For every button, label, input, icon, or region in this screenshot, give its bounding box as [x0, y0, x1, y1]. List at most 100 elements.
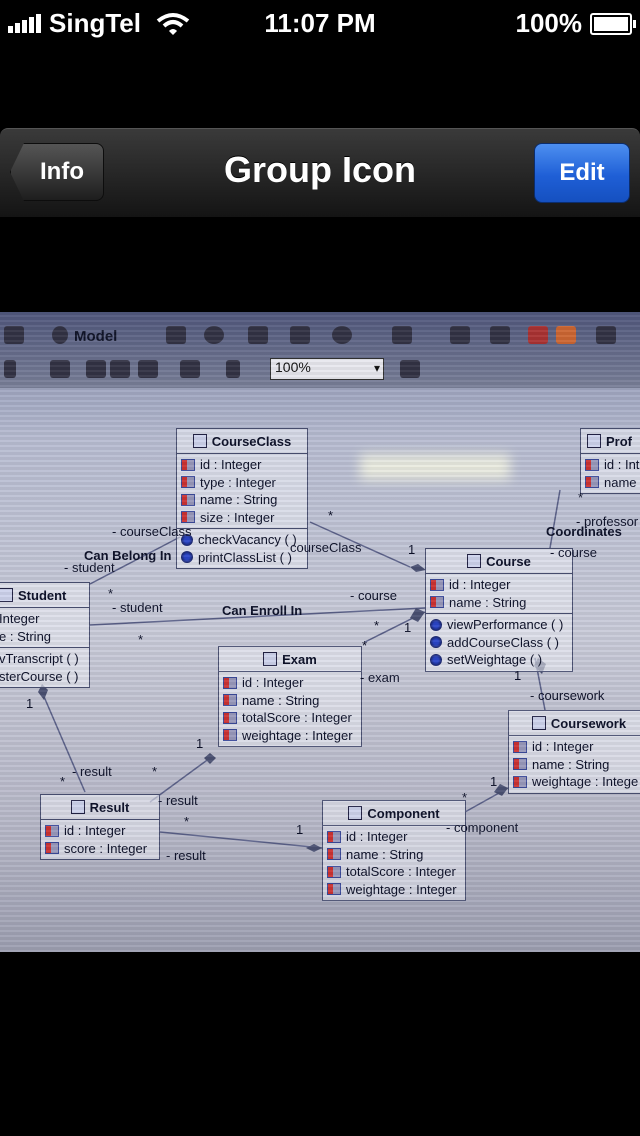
method-icon	[430, 618, 442, 631]
attribute-text: e : String	[0, 628, 52, 644]
method-row: vTranscript ( )	[0, 650, 85, 668]
attribute-row: id : Integer	[181, 456, 303, 474]
class-name: Exam	[219, 647, 361, 672]
multiplicity-label: *	[462, 790, 468, 805]
clock: 11:07 PM	[264, 8, 376, 38]
methods: viewPerformance ( ) addCourseClass ( ) s…	[426, 614, 572, 671]
methods: vTranscript ( ) sterCourse ( )	[0, 648, 89, 687]
uml-class-courseclass: CourseClass id : Integer type : Integer …	[176, 428, 308, 569]
uml-class-exam: Exam id : Integer name : String totalSco…	[218, 646, 362, 747]
method-icon	[430, 653, 442, 666]
attribute-row: id : Int	[585, 456, 640, 474]
attribute-row: e : String	[0, 628, 85, 646]
role-label: - course	[350, 588, 397, 603]
role-label: - exam	[360, 670, 400, 685]
role-label: - result	[72, 764, 112, 779]
attribute-text: weightage : Integer	[346, 881, 457, 897]
attribute-icon	[430, 596, 444, 609]
attribute-text: weightage : Intege	[532, 774, 639, 789]
attributes: id : Integer score : Integer	[41, 820, 159, 859]
multiplicity-label: *	[578, 490, 584, 505]
method-text: setWeightage ( )	[447, 652, 543, 667]
attribute-text: weightage : Integer	[242, 727, 353, 743]
attribute-icon	[327, 848, 341, 861]
multiplicity-label: *	[184, 814, 190, 829]
attribute-text: totalScore : Integer	[346, 864, 456, 879]
attribute-text: id : Integer	[200, 457, 262, 472]
back-arrow-icon	[556, 326, 576, 344]
page-title: Group Icon	[224, 149, 416, 190]
attribute-icon	[513, 740, 527, 753]
uml-class-professor: Prof id : Int name	[580, 428, 640, 494]
association-label: Can Enroll In	[222, 603, 303, 618]
multiplicity-label: 1	[490, 774, 498, 789]
toolbar-icon	[450, 326, 470, 344]
carrier: SingTel	[8, 8, 191, 39]
attributes: id : Integer name : String weightage : I…	[509, 736, 640, 793]
group-photo[interactable]: Model 100%	[0, 312, 640, 952]
association-lines	[38, 489, 561, 852]
toolbar-icon	[50, 360, 70, 378]
multiplicity-label: 1	[408, 542, 416, 557]
method-row: sterCourse ( )	[0, 668, 85, 686]
role-label: - coursework	[530, 688, 605, 703]
uml-class-student: Student Integer e : String vTranscript (…	[0, 582, 90, 688]
attribute-row: Integer	[0, 610, 85, 628]
multiplicity-label: *	[108, 586, 114, 601]
attribute-row: name : String	[327, 846, 461, 864]
navigation-bar: Info Group Icon Edit	[0, 128, 640, 218]
toolbar-icon	[138, 360, 158, 378]
role-label: - result	[166, 848, 206, 863]
method-row: setWeightage ( )	[430, 651, 568, 669]
page-icon	[166, 326, 186, 344]
class-name: Course	[426, 549, 572, 574]
multiplicity-label: *	[328, 508, 334, 523]
attribute-row: size : Integer	[181, 509, 303, 527]
method-row: printClassList ( )	[181, 549, 303, 567]
attribute-text: name	[604, 474, 637, 490]
attribute-text: type : Integer	[200, 474, 276, 490]
attribute-row: weightage : Integer	[223, 727, 357, 745]
attribute-icon	[327, 883, 341, 896]
toolbar-icon	[490, 326, 510, 344]
edit-button[interactable]: Edit	[534, 143, 630, 203]
attribute-icon	[181, 458, 195, 471]
attribute-row: id : Integer	[223, 674, 357, 692]
attribute-row: id : Integer	[430, 576, 568, 594]
method-icon	[181, 533, 193, 546]
attribute-text: id : Integer	[242, 675, 304, 690]
attribute-icon	[513, 758, 527, 771]
screen-glare	[360, 454, 510, 480]
attribute-row: id : Integer	[45, 822, 155, 840]
people-icon	[226, 360, 240, 378]
class-name: Component	[323, 801, 465, 826]
uml-class-coursework: Coursework id : Integer name : String we…	[508, 710, 640, 794]
wifi-icon	[156, 12, 190, 35]
info-back-button[interactable]: Info	[10, 143, 104, 201]
attributes: id : Integer name : String	[426, 574, 572, 614]
multiplicity-label: 1	[404, 620, 412, 635]
association-label: Can Belong In	[84, 548, 172, 563]
method-row: checkVacancy ( )	[181, 531, 303, 549]
battery-percent: 100%	[515, 8, 583, 38]
attribute-text: id : Integer	[449, 577, 511, 592]
class-name: Student	[0, 583, 89, 608]
attribute-icon	[223, 694, 237, 707]
method-icon	[430, 636, 442, 649]
model-icon	[52, 326, 68, 344]
attribute-row: type : Integer	[181, 474, 303, 492]
method-row: addCourseClass ( )	[430, 634, 568, 652]
attribute-row: totalScore : Integer	[223, 709, 357, 727]
attribute-text: score : Integer	[64, 840, 148, 856]
attribute-text: name : String	[200, 492, 278, 507]
multiplicity-label: *	[60, 774, 66, 789]
attribute-text: Integer	[0, 611, 40, 626]
diagram-toolbar: Model 100%	[0, 312, 640, 388]
toolbar-icon	[248, 326, 268, 344]
multiplicity-label: 1	[196, 736, 204, 751]
attribute-row: name : String	[513, 756, 640, 774]
attribute-icon	[223, 676, 237, 689]
carrier-name: SingTel	[49, 8, 141, 38]
method-text: vTranscript ( )	[0, 651, 79, 666]
battery: 100%	[515, 8, 636, 39]
